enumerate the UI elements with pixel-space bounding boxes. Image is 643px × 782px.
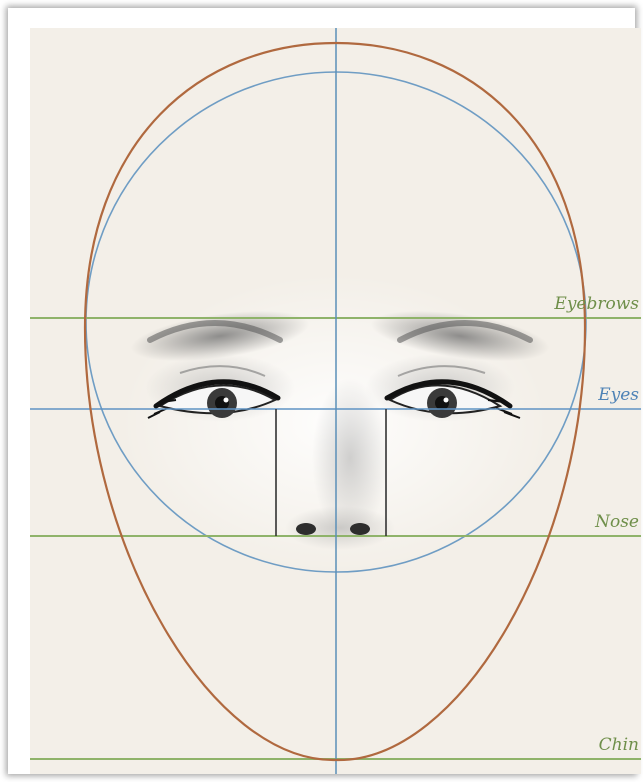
nose-label: Nose: [594, 512, 639, 532]
eyes-label: Eyes: [597, 385, 639, 405]
chin-label: Chin: [599, 735, 639, 755]
face-proportions-diagram: Eyebrows Eyes Nose Chin: [30, 28, 641, 774]
drawing-canvas: Eyebrows Eyes Nose Chin: [30, 28, 641, 774]
eyebrows-label: Eyebrows: [553, 294, 639, 314]
picture-frame: Eyebrows Eyes Nose Chin: [8, 8, 635, 774]
